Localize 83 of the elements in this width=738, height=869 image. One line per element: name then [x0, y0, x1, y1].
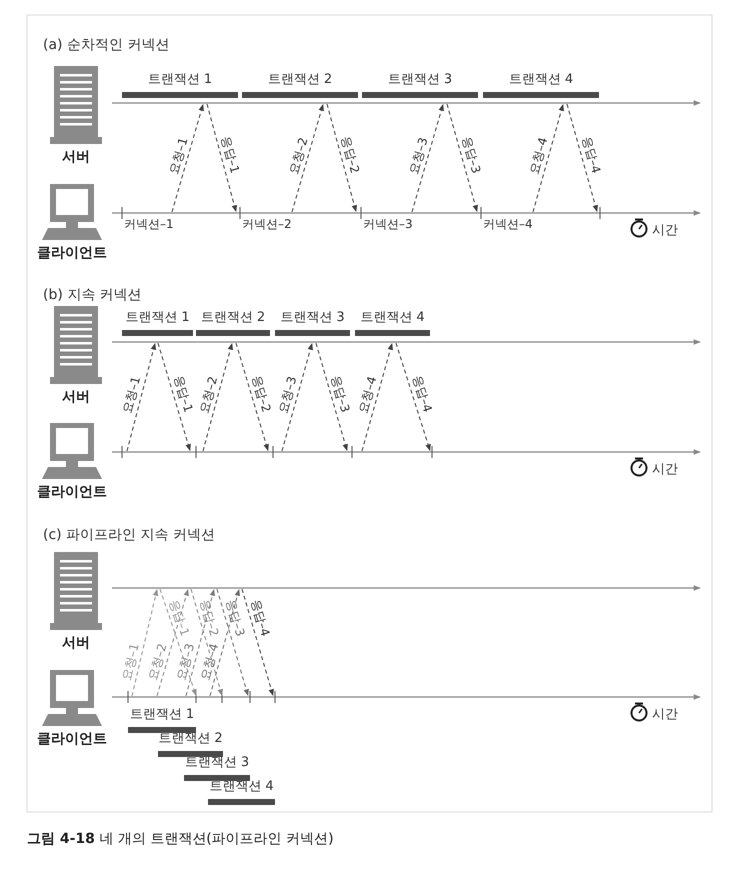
- edge-label: 응답–2: [249, 374, 272, 414]
- edge-label: 응답–1: [219, 136, 242, 176]
- dashed-arrow: [158, 342, 191, 452]
- edge-label: 응답–3: [459, 135, 482, 176]
- edge-label: 요청–1: [167, 136, 190, 176]
- dashed-arrow: [326, 104, 358, 212]
- dashed-arrow: [242, 588, 274, 696]
- edge-label: 요청–4: [528, 136, 551, 176]
- edge-label: 요청–2: [287, 136, 310, 176]
- timeline-arrow: [112, 446, 701, 458]
- dashed-arrow: [282, 342, 313, 452]
- connection-label: 커넥션–4: [483, 216, 533, 233]
- edge-label: 요청–1: [121, 375, 144, 415]
- dashed-arrow: [126, 342, 156, 452]
- dashed-arrow: [316, 342, 348, 452]
- time-label: 시간: [652, 706, 678, 723]
- timeline-arrow: [112, 690, 701, 704]
- bar-label: 트랜잭션 2: [158, 730, 223, 748]
- dashed-arrow: [216, 588, 249, 696]
- time-label: 시간: [652, 222, 678, 239]
- dashed-arrow: [156, 588, 189, 696]
- node-label: 클라이언트: [36, 244, 108, 262]
- dashed-arrow: [172, 104, 204, 212]
- edge-label: 요청–3: [277, 374, 300, 415]
- edge-label: 응답–1: [171, 374, 194, 414]
- dashed-arrow: [362, 342, 393, 452]
- connection-label: 커넥션–1: [124, 216, 174, 233]
- edge-label: 응답–2: [339, 136, 362, 176]
- bar-label: 트랜잭션 2: [200, 309, 266, 327]
- dashed-arrow: [292, 104, 324, 212]
- node-label: 서버: [61, 148, 91, 166]
- dashed-arrow: [132, 588, 158, 696]
- panel-heading: (a) 순차적인 커넥션: [43, 36, 170, 54]
- edge-label: 요청–3: [174, 642, 197, 682]
- dashed-arrow: [236, 342, 269, 452]
- node-label: 서버: [61, 634, 91, 652]
- connection-label: 커넥션–3: [363, 216, 413, 233]
- edge-label: 응답–2: [197, 598, 220, 638]
- connection-label: 커넥션–2: [242, 216, 292, 233]
- bar-label: 트랜잭션 4: [359, 309, 426, 327]
- bar-label: 트랜잭션 1: [124, 309, 191, 327]
- timeline-arrow: [112, 585, 701, 591]
- bar-label: 트랜잭션 3: [184, 754, 250, 772]
- dashed-arrow: [186, 588, 216, 696]
- dashed-arrow: [190, 588, 223, 696]
- dashed-arrow: [566, 104, 598, 212]
- edge-label: 요청–2: [146, 642, 170, 682]
- dashed-arrow: [210, 588, 240, 696]
- bar-label: 트랜잭션 3: [386, 71, 454, 89]
- node-label: 클라이언트: [36, 730, 108, 748]
- timeline-arrow: [112, 100, 701, 106]
- edge-label: 요청–4: [357, 374, 380, 415]
- edge-label: 응답–1: [167, 598, 192, 638]
- dashed-arrow: [160, 588, 197, 696]
- dashed-arrow: [206, 104, 238, 212]
- edge-label: 응답–4: [248, 598, 272, 638]
- bar-label: 트랜잭션 3: [279, 309, 346, 327]
- edge-label: 응답–3: [223, 598, 246, 638]
- edge-label: 요청–3: [407, 136, 430, 176]
- node-label: 클라이언트: [36, 483, 108, 501]
- panel-heading: (c) 파이프라인 지속 커넥션: [43, 526, 215, 544]
- time-label: 시간: [652, 461, 678, 478]
- edge-label: 응답–4: [410, 374, 434, 414]
- figure-caption: 그림 4-18 네 개의 트랜잭션(파이프라인 커넥션): [27, 830, 334, 848]
- edge-label: 응답–4: [579, 135, 602, 176]
- edge-label: 요청–4: [198, 642, 222, 682]
- timeline-arrow: [112, 206, 701, 220]
- timeline-arrow: [112, 339, 701, 345]
- bar-label: 트랜잭션 4: [208, 778, 275, 796]
- bar-label: 트랜잭션 1: [128, 706, 196, 724]
- dashed-arrow: [446, 104, 478, 212]
- dashed-arrow: [412, 104, 444, 212]
- panel-heading: (b) 지속 커넥션: [43, 286, 142, 304]
- node-label: 서버: [61, 388, 91, 406]
- dashed-arrow: [532, 104, 564, 212]
- dashed-arrow: [202, 342, 234, 452]
- dashed-arrow: [396, 342, 431, 452]
- bar-label: 트랜잭션 1: [146, 71, 214, 89]
- edge-label: 응답–3: [328, 374, 352, 414]
- edge-label: 요청–1: [120, 642, 142, 682]
- bar-label: 트랜잭션 4: [508, 71, 574, 89]
- edge-label: 요청–2: [198, 375, 220, 415]
- bar-label: 트랜잭션 2: [266, 71, 334, 89]
